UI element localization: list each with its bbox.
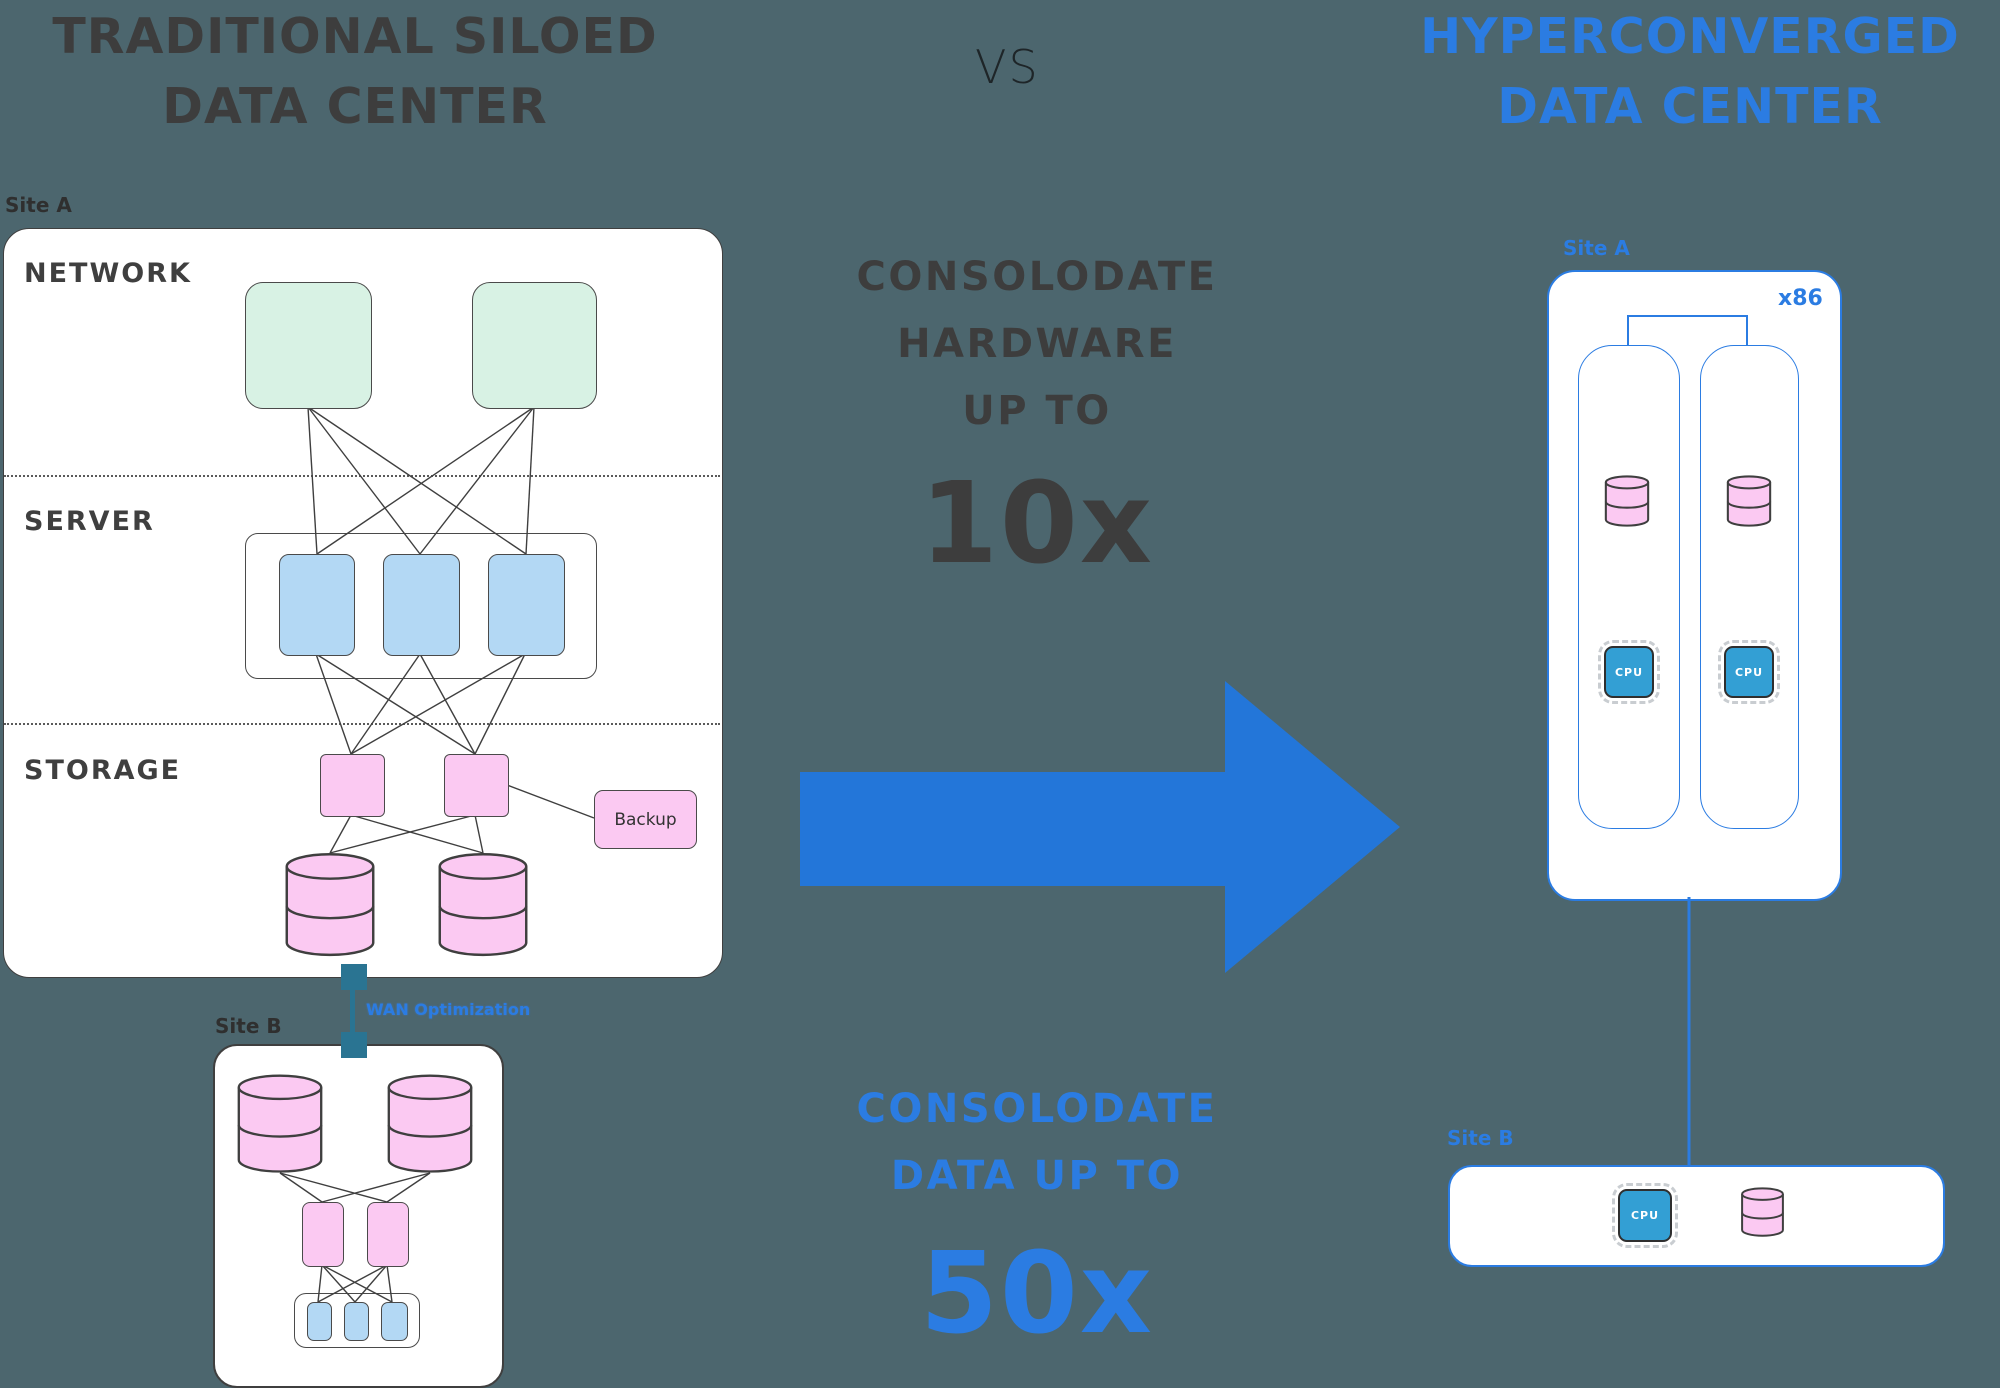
right-arrow-head-icon bbox=[1225, 681, 1400, 973]
server-storage-divider bbox=[4, 723, 720, 725]
backup-label: Backup bbox=[614, 809, 677, 830]
storage-section-label: STORAGE bbox=[24, 755, 182, 786]
storage-controller-icon bbox=[302, 1202, 344, 1267]
server-icon bbox=[307, 1302, 332, 1341]
cpu-label: CPU bbox=[1630, 1209, 1660, 1222]
wan-connector-icon bbox=[341, 1032, 367, 1058]
database-cylinder-icon bbox=[1726, 475, 1772, 527]
hyperconverged-node bbox=[1578, 345, 1680, 829]
database-cylinder-icon bbox=[1741, 1187, 1784, 1237]
hyperconverged-connection-lines bbox=[1627, 315, 1748, 1165]
right-title-line2: DATA CENTER bbox=[1497, 77, 1883, 135]
consolidate-data-text: CONSOLODATE DATA UP TO bbox=[837, 1076, 1237, 1210]
wan-link-line bbox=[350, 966, 355, 1056]
left-site-a-label: Site A bbox=[5, 193, 72, 217]
right-site-a-label: Site A bbox=[1563, 236, 1630, 260]
right-title: HYPERCONVERGED DATA CENTER bbox=[1380, 2, 2000, 141]
right-arrow-icon bbox=[800, 772, 1227, 886]
cpu-chip-icon: CPU bbox=[1612, 1183, 1678, 1248]
network-switch-icon bbox=[245, 282, 372, 409]
hardware-text-line2: HARDWARE bbox=[897, 321, 1177, 368]
database-cylinder-icon bbox=[285, 853, 375, 957]
network-server-divider bbox=[4, 475, 720, 477]
data-text-line1: CONSOLODATE bbox=[856, 1086, 1218, 1132]
data-multiplier-value: 50x bbox=[919, 1229, 1155, 1359]
storage-controller-icon bbox=[367, 1202, 409, 1267]
wan-connector-icon bbox=[341, 964, 367, 990]
wan-optimization-label: WAN Optimization bbox=[366, 1000, 531, 1019]
database-cylinder-icon bbox=[438, 853, 528, 957]
server-icon bbox=[383, 554, 460, 656]
database-cylinder-icon bbox=[237, 1074, 323, 1173]
siloed-connection-lines bbox=[279, 406, 595, 1303]
hardware-text-line1: CONSOLODATE bbox=[856, 254, 1218, 300]
left-title-line2: DATA CENTER bbox=[162, 77, 548, 135]
hardware-text-line3: UP TO bbox=[962, 388, 1112, 435]
hardware-multiplier-value: 10x bbox=[919, 459, 1155, 589]
cpu-chip-icon: CPU bbox=[1598, 640, 1660, 704]
server-icon bbox=[344, 1302, 369, 1341]
left-site-b-label: Site B bbox=[215, 1014, 282, 1038]
right-title-line1: HYPERCONVERGED bbox=[1420, 8, 1960, 65]
hyperconverged-node bbox=[1700, 345, 1799, 829]
network-section-label: NETWORK bbox=[24, 258, 192, 289]
cpu-label: CPU bbox=[1614, 665, 1644, 679]
server-section-label: SERVER bbox=[24, 506, 155, 537]
database-cylinder-icon bbox=[387, 1074, 473, 1173]
storage-controller-icon bbox=[320, 754, 385, 817]
server-icon bbox=[488, 554, 565, 656]
vs-label: VS bbox=[975, 40, 1040, 94]
network-switch-icon bbox=[472, 282, 597, 409]
cpu-chip-icon: CPU bbox=[1718, 640, 1780, 704]
server-icon bbox=[279, 554, 355, 656]
left-title: TRADITIONAL SILOED DATA CENTER bbox=[10, 2, 700, 141]
backup-box: Backup bbox=[594, 790, 697, 849]
cpu-label: CPU bbox=[1734, 665, 1764, 679]
left-title-line1: TRADITIONAL SILOED bbox=[52, 8, 658, 65]
x86-label: x86 bbox=[1778, 286, 1823, 311]
server-icon bbox=[381, 1302, 408, 1341]
right-site-b-label: Site B bbox=[1447, 1126, 1514, 1150]
data-text-line2: DATA UP TO bbox=[890, 1153, 1184, 1200]
database-cylinder-icon bbox=[1604, 475, 1650, 527]
storage-controller-icon bbox=[444, 754, 509, 817]
right-site-b-panel bbox=[1448, 1165, 1945, 1267]
consolidate-hardware-text: CONSOLODATE HARDWARE UP TO bbox=[837, 244, 1237, 446]
